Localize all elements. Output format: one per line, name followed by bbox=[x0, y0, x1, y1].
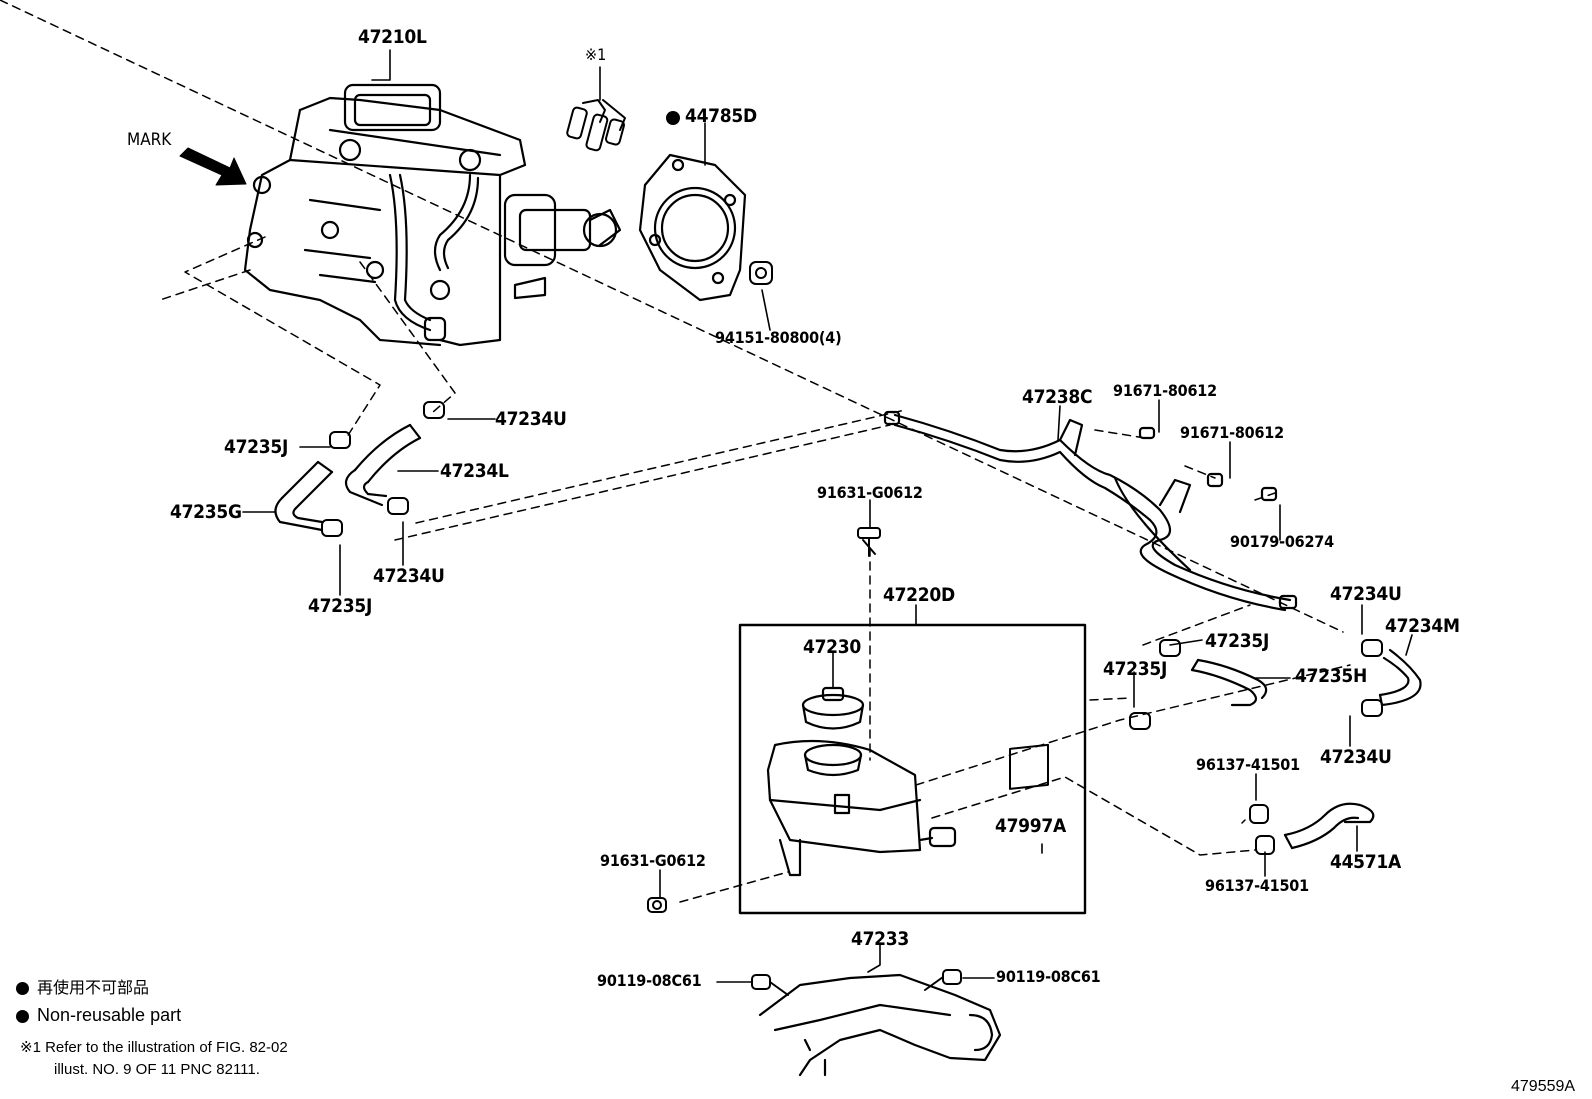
bolt-bottom bbox=[647, 897, 667, 913]
legend-english: Non-reusable part bbox=[16, 1006, 181, 1024]
part-label-47220D[interactable]: 47220D bbox=[883, 584, 955, 606]
part-label-47210L[interactable]: 47210L bbox=[358, 26, 427, 48]
left-hoses bbox=[274, 423, 422, 532]
part-label-47233[interactable]: 47233 bbox=[851, 928, 909, 950]
part-label-47235J-left-bottom[interactable]: 47235J bbox=[308, 595, 373, 617]
clamps-right bbox=[1129, 639, 1383, 855]
mark-label: MARK bbox=[127, 130, 172, 150]
part-label-47234U-left-bottom[interactable]: 47234U bbox=[373, 565, 445, 587]
reservoir bbox=[766, 739, 957, 877]
dashed-lines bbox=[0, 0, 1351, 903]
part-label-91671-80612-b[interactable]: 91671-80612 bbox=[1180, 423, 1284, 442]
part-label-47234U-left-top[interactable]: 47234U bbox=[495, 408, 567, 430]
legend-japanese: 再使用不可部品 bbox=[16, 981, 149, 997]
legend-japanese-text: 再使用不可部品 bbox=[37, 980, 150, 997]
part-label-91671-80612-a[interactable]: 91671-80612 bbox=[1113, 381, 1217, 400]
reservoir-cap bbox=[801, 686, 865, 730]
part-label-90179-06274[interactable]: 90179-06274 bbox=[1230, 532, 1334, 551]
part-label-44785D[interactable]: 44785D bbox=[685, 105, 757, 127]
reservoir-box bbox=[738, 623, 1087, 915]
part-label-91631-G0612-bottom[interactable]: 91631-G0612 bbox=[600, 851, 706, 870]
part-label-94151-80800[interactable]: 94151-80800(4) bbox=[715, 328, 842, 347]
part-label-47234U-right-top[interactable]: 47234U bbox=[1330, 583, 1402, 605]
part-label-47234U-right-bottom[interactable]: 47234U bbox=[1320, 746, 1392, 768]
part-label-47997A[interactable]: 47997A bbox=[995, 815, 1066, 837]
part-label-47235J-right-b[interactable]: 47235J bbox=[1103, 658, 1168, 680]
gasket bbox=[638, 153, 747, 302]
part-label-96137-41501-top[interactable]: 96137-41501 bbox=[1196, 755, 1300, 774]
part-label-91631-G0612-top[interactable]: 91631-G0612 bbox=[817, 483, 923, 502]
reservoir-bracket bbox=[758, 973, 1002, 1077]
part-label-47235J-left-top[interactable]: 47235J bbox=[224, 436, 289, 458]
part-label-90119-08C61-right[interactable]: 90119-08C61 bbox=[996, 967, 1101, 986]
clip-bracket-ref bbox=[566, 99, 626, 152]
mark-arrow bbox=[179, 147, 247, 186]
leader-lines bbox=[242, 49, 1413, 983]
part-label-47234M[interactable]: 47234M bbox=[1385, 615, 1460, 637]
right-hoses bbox=[1190, 648, 1422, 707]
part-label-47234L[interactable]: 47234L bbox=[440, 460, 509, 482]
legend-english-text: Non-reusable part bbox=[37, 1005, 182, 1025]
brake-tube bbox=[883, 410, 1298, 612]
part-label-47238C[interactable]: 47238C bbox=[1022, 386, 1093, 408]
bullet-dot-icon bbox=[16, 982, 29, 996]
part-label-47235H[interactable]: 47235H bbox=[1295, 665, 1367, 687]
part-label-47235G[interactable]: 47235G bbox=[170, 501, 242, 523]
clamps-left bbox=[321, 401, 445, 537]
part-label-47230[interactable]: 47230 bbox=[803, 636, 861, 658]
brake-booster-assembly bbox=[243, 83, 622, 347]
legend-note-line1: ※1 Refer to the illustration of FIG. 82-… bbox=[20, 1039, 288, 1056]
part-label-90119-08C61-left[interactable]: 90119-08C61 bbox=[597, 971, 702, 990]
caution-label bbox=[1009, 743, 1049, 790]
non-reusable-dot-icon bbox=[666, 111, 680, 125]
nut-94151 bbox=[749, 261, 773, 285]
bullet-dot-icon bbox=[16, 1009, 29, 1023]
part-label-47235J-right-a[interactable]: 47235J bbox=[1205, 630, 1270, 652]
figure-id: 479559A bbox=[1511, 1078, 1576, 1095]
reference-symbol: ※1 bbox=[585, 45, 607, 64]
bolts-90119 bbox=[751, 969, 962, 996]
part-label-44571A[interactable]: 44571A bbox=[1330, 851, 1401, 873]
legend-note-line2: illust. NO. 9 OF 11 PNC 82111. bbox=[54, 1061, 260, 1078]
bolt-top bbox=[857, 527, 881, 557]
part-label-96137-41501-bottom[interactable]: 96137-41501 bbox=[1205, 876, 1309, 895]
hose-44571A bbox=[1283, 802, 1375, 850]
